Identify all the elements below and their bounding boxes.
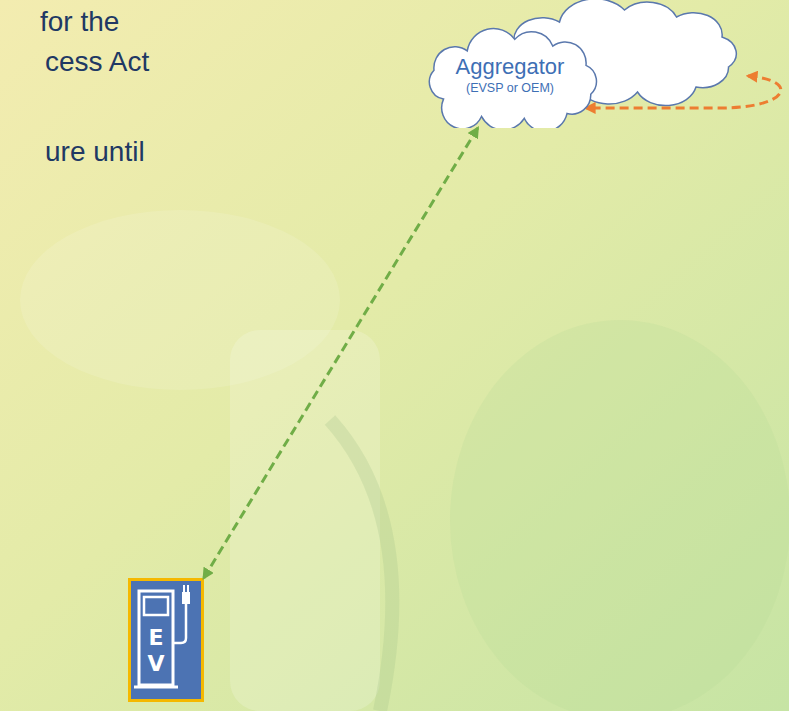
cloud-outline [429, 29, 596, 128]
cable-shade [330, 420, 392, 711]
slide-text: cess Act [45, 46, 149, 78]
node-title: Aggregator [456, 54, 565, 80]
node-subtitle: (EVSP or OEM) [466, 80, 554, 96]
sync-arrow [586, 76, 781, 108]
photo-shade [450, 320, 789, 711]
aggregator-cloud: Aggregator(EVSP or OEM) [415, 22, 605, 128]
plug-head [182, 592, 190, 604]
icon-letters: E V [143, 625, 169, 677]
slide-text: for the [40, 6, 119, 38]
pump-body [139, 591, 173, 685]
pump-window [144, 597, 168, 615]
charger-post-shade [230, 330, 380, 711]
charger-icon: E V [128, 578, 204, 702]
pump-base [134, 686, 178, 689]
fuel-pump-glyph [131, 581, 201, 699]
slide-text: ure until [45, 136, 145, 168]
photo-shade [20, 210, 340, 390]
plug-prong [183, 585, 185, 592]
data-link [204, 128, 478, 578]
pump-hose [173, 603, 186, 643]
plug-prong [187, 585, 189, 592]
